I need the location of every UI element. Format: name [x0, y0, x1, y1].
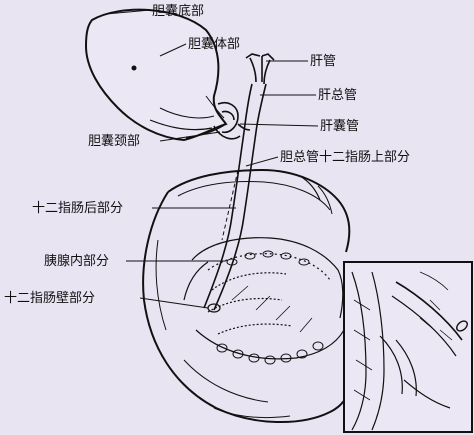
gallbladder-neck: [213, 101, 241, 140]
label-hepatic-duct: 肝管: [310, 54, 336, 69]
leader-lines: [105, 9, 319, 309]
gallbladder-dot: [131, 65, 137, 71]
gallbladder: [84, 8, 228, 142]
label-common-hepatic-duct: 肝总管: [318, 88, 357, 103]
papilla-folds: [216, 250, 324, 365]
label-retroduodenal: 十二指肠后部分: [32, 201, 123, 216]
inset-panel: [343, 261, 473, 433]
label-supraduodenal: 胆总管十二指肠上部分: [280, 150, 410, 165]
label-pancreatic: 胰腺内部分: [44, 253, 109, 269]
label-neck: 胆囊颈部: [88, 133, 140, 149]
label-body: 胆囊体部: [188, 36, 240, 52]
label-cystic-duct: 肝囊管: [320, 118, 359, 134]
duodenum: [142, 168, 351, 423]
label-intramural: 十二指肠壁部分: [4, 291, 95, 306]
label-fundus: 胆囊底部: [152, 3, 204, 19]
